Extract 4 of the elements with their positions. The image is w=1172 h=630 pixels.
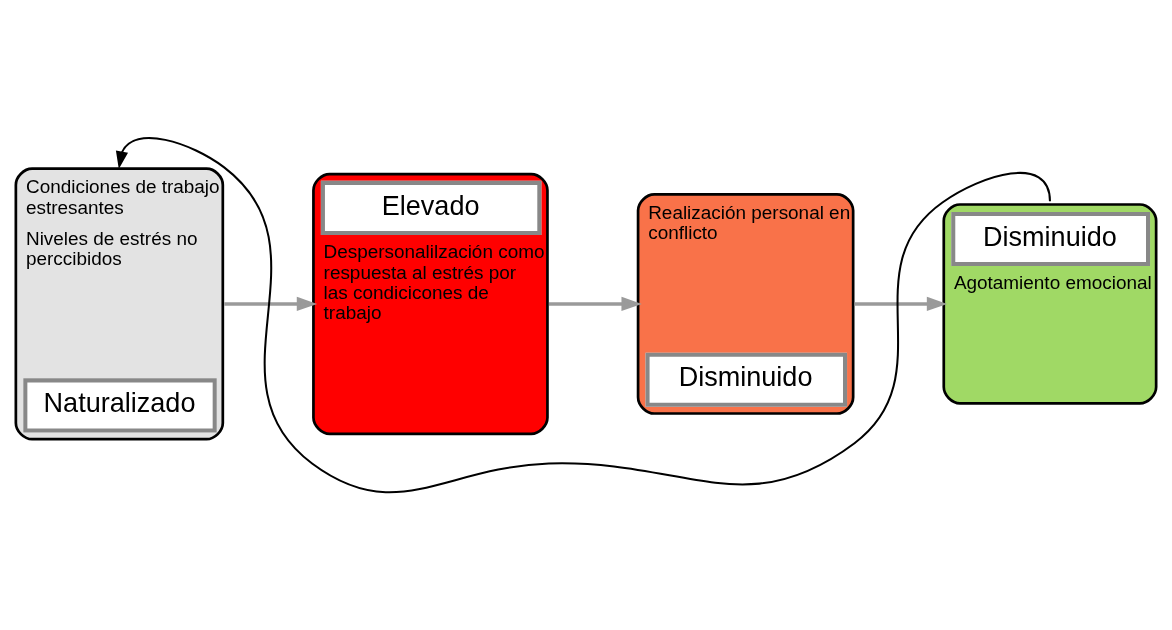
arrow (854, 296, 948, 312)
arrow (115, 137, 1051, 493)
arrow (549, 296, 642, 312)
arrow (224, 296, 318, 312)
